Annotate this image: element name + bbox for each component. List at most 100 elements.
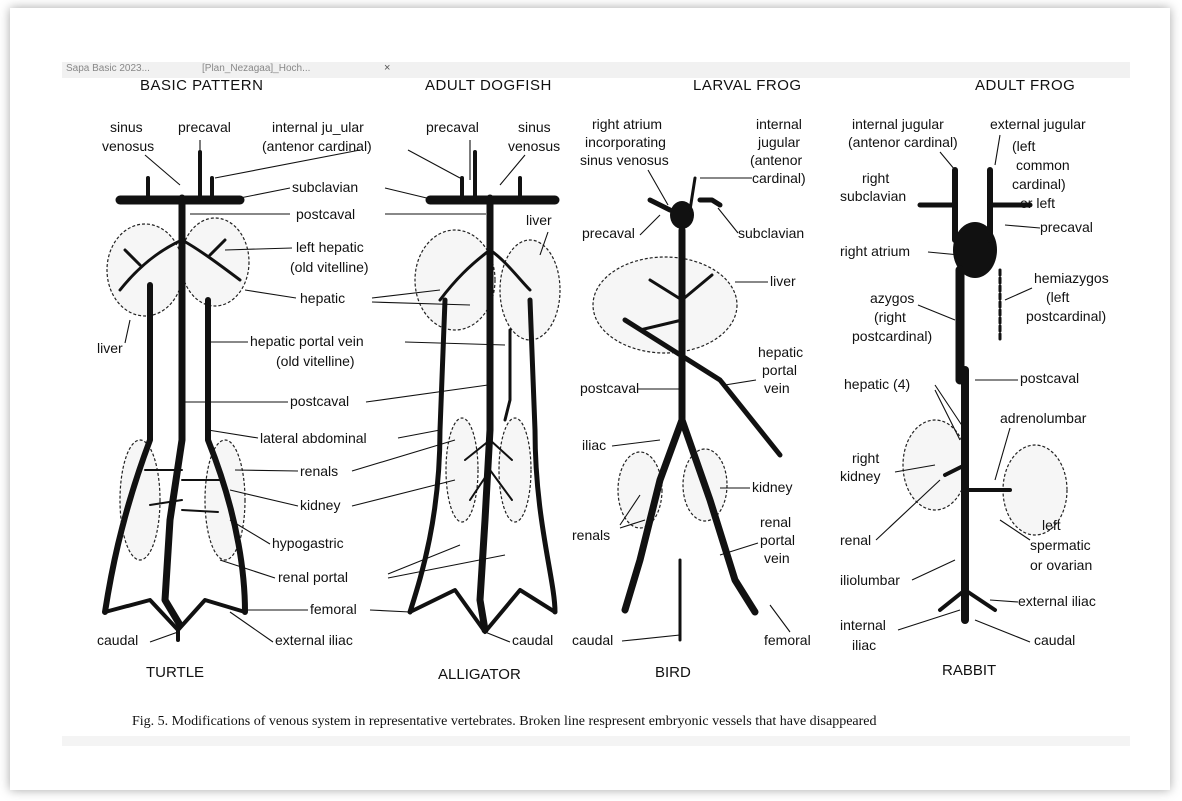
label-liver-turtle: liver	[97, 340, 123, 356]
label-femoral: femoral	[310, 601, 357, 617]
label-liver-alligator: liver	[526, 212, 552, 228]
label-lateral-abdominal: lateral abdominal	[260, 430, 367, 446]
label-bird-sinus-venosus: sinus venosus	[580, 152, 669, 168]
header-basic-pattern: BASIC PATTERN	[140, 77, 263, 94]
label-rabbit-hemi-left: (left	[1046, 289, 1069, 305]
label-postcaval-mid: postcaval	[290, 393, 349, 409]
figure-caption: Fig. 5. Modifications of venous system i…	[132, 714, 877, 729]
label-rabbit-subclavian: subclavian	[840, 188, 906, 204]
label-bird-femoral: femoral	[764, 632, 811, 648]
label-bird-internal: internal	[756, 116, 802, 132]
label-renals: renals	[300, 463, 338, 479]
turtle-liver-right	[107, 224, 183, 316]
label-subclavian: subclavian	[292, 179, 358, 195]
label-bird-renal-portal: portal	[760, 532, 795, 548]
label-bird-liver: liver	[770, 273, 796, 289]
label-bird-caudal: caudal	[572, 632, 613, 648]
label-venosus: venosus	[102, 138, 154, 154]
label-bird-vein: vein	[764, 380, 790, 396]
label-rabbit-adrenolumbar: adrenolumbar	[1000, 410, 1087, 426]
label-hypogastric: hypogastric	[272, 535, 344, 551]
label-rabbit-or-left: or left	[1020, 195, 1055, 211]
label-rabbit-right-atrium: right atrium	[840, 243, 910, 259]
alligator-kidney-left	[499, 418, 531, 522]
label-rabbit-azygos: azygos	[870, 290, 914, 306]
label-rabbit-postcardinal-right: postcardinal)	[852, 328, 932, 344]
label-rabbit-spermatic: spermatic	[1030, 537, 1091, 553]
label-rabbit-postcardinal-left: postcardinal)	[1026, 308, 1106, 324]
label-rabbit-ovarian: or ovarian	[1030, 557, 1092, 573]
label-bird-renal: renal	[760, 514, 791, 530]
label-bird-cardinal: cardinal)	[752, 170, 806, 186]
label-caudal-turtle: caudal	[97, 632, 138, 648]
label-anterior-cardinal: (antenor cardinal)	[262, 138, 372, 154]
label-rabbit-kidney: kidney	[840, 468, 880, 484]
bird-diagram	[593, 178, 780, 640]
label-rabbit-external-jugular: external jugular	[990, 116, 1086, 132]
label-precaval-2: precaval	[426, 119, 479, 135]
label-rabbit-anterior-cardinal: (antenor cardinal)	[848, 134, 958, 150]
label-sinus-2: sinus	[518, 119, 551, 135]
label-rabbit-iliac: iliac	[852, 637, 876, 653]
label-rabbit-right: right	[862, 170, 889, 186]
label-hepatic-portal-vein: hepatic portal vein	[250, 333, 364, 349]
turtle-jugulars	[148, 152, 212, 200]
label-rabbit-postcaval: postcaval	[1020, 370, 1079, 386]
alligator-kidney-right	[446, 418, 478, 522]
label-hepatic: hepatic	[300, 290, 345, 306]
label-rabbit-common: common	[1016, 157, 1070, 173]
label-kidney: kidney	[300, 497, 340, 513]
label-renal-portal: renal portal	[278, 569, 348, 585]
header-adult-frog: ADULT FROG	[975, 77, 1075, 94]
label-caudal-alligator: caudal	[512, 632, 553, 648]
label-bird-portal: portal	[762, 362, 797, 378]
label-postcaval-top: postcaval	[296, 206, 355, 222]
label-rabbit-internal: internal	[840, 617, 886, 633]
label-bird-iliac: iliac	[582, 437, 606, 453]
label-sinus: sinus	[110, 119, 143, 135]
label-rabbit-right-k: right	[852, 450, 879, 466]
title-turtle: TURTLE	[146, 664, 204, 681]
label-rabbit-internal-jugular: internal jugular	[852, 116, 944, 132]
label-rabbit-renal: renal	[840, 532, 871, 548]
label-bird-right-atrium: right atrium	[592, 116, 662, 132]
label-precaval: precaval	[178, 119, 231, 135]
label-rabbit-precaval: precaval	[1040, 219, 1093, 235]
title-rabbit: RABBIT	[942, 662, 996, 679]
label-rabbit-caudal: caudal	[1034, 632, 1075, 648]
label-rabbit-left-s: left	[1042, 517, 1061, 533]
label-bird-renals: renals	[572, 527, 610, 543]
turtle-kidney-right	[120, 440, 160, 560]
label-bird-jugular: jugular	[757, 134, 800, 150]
label-internal-jugular: internal ju_ular	[272, 119, 364, 135]
label-old-vitelline: (old vitelline)	[290, 259, 369, 275]
label-bird-precaval: precaval	[582, 225, 635, 241]
label-bird-hepatic: hepatic	[758, 344, 803, 360]
label-rabbit-hemiazygos: hemiazygos	[1034, 270, 1109, 286]
label-rabbit-iliolumbar: iliolumbar	[840, 572, 900, 588]
label-venosus-2: venosus	[508, 138, 560, 154]
label-rabbit-hepatic: hepatic (4)	[844, 376, 910, 392]
alligator-lateral-abdominal-left	[530, 300, 555, 612]
label-bird-anterior: (antenor	[750, 152, 802, 168]
label-bird-incorporating: incorporating	[585, 134, 666, 150]
bird-liver	[593, 257, 737, 353]
turtle-diagram	[105, 152, 249, 640]
bird-postcaval-left	[682, 420, 755, 612]
label-rabbit-external-iliac: external iliac	[1018, 593, 1096, 609]
label-hpv-old-vitelline: (old vitelline)	[276, 353, 355, 369]
label-bird-subclavian: subclavian	[738, 225, 804, 241]
alligator-jugulars	[462, 152, 520, 200]
alligator-lateral-abdominal-right	[410, 300, 445, 612]
label-bird-postcaval: postcaval	[580, 380, 639, 396]
label-left-hepatic: left hepatic	[296, 239, 364, 255]
title-bird: BIRD	[655, 664, 691, 681]
label-bird-kidney: kidney	[752, 479, 792, 495]
label-external-iliac: external iliac	[275, 632, 353, 648]
label-rabbit-cardinal: cardinal)	[1012, 176, 1066, 192]
title-alligator: ALLIGATOR	[438, 666, 521, 683]
label-bird-renal-vein: vein	[764, 550, 790, 566]
header-larval-frog: LARVAL FROG	[693, 77, 802, 94]
label-rabbit-az-right: (right	[874, 309, 906, 325]
